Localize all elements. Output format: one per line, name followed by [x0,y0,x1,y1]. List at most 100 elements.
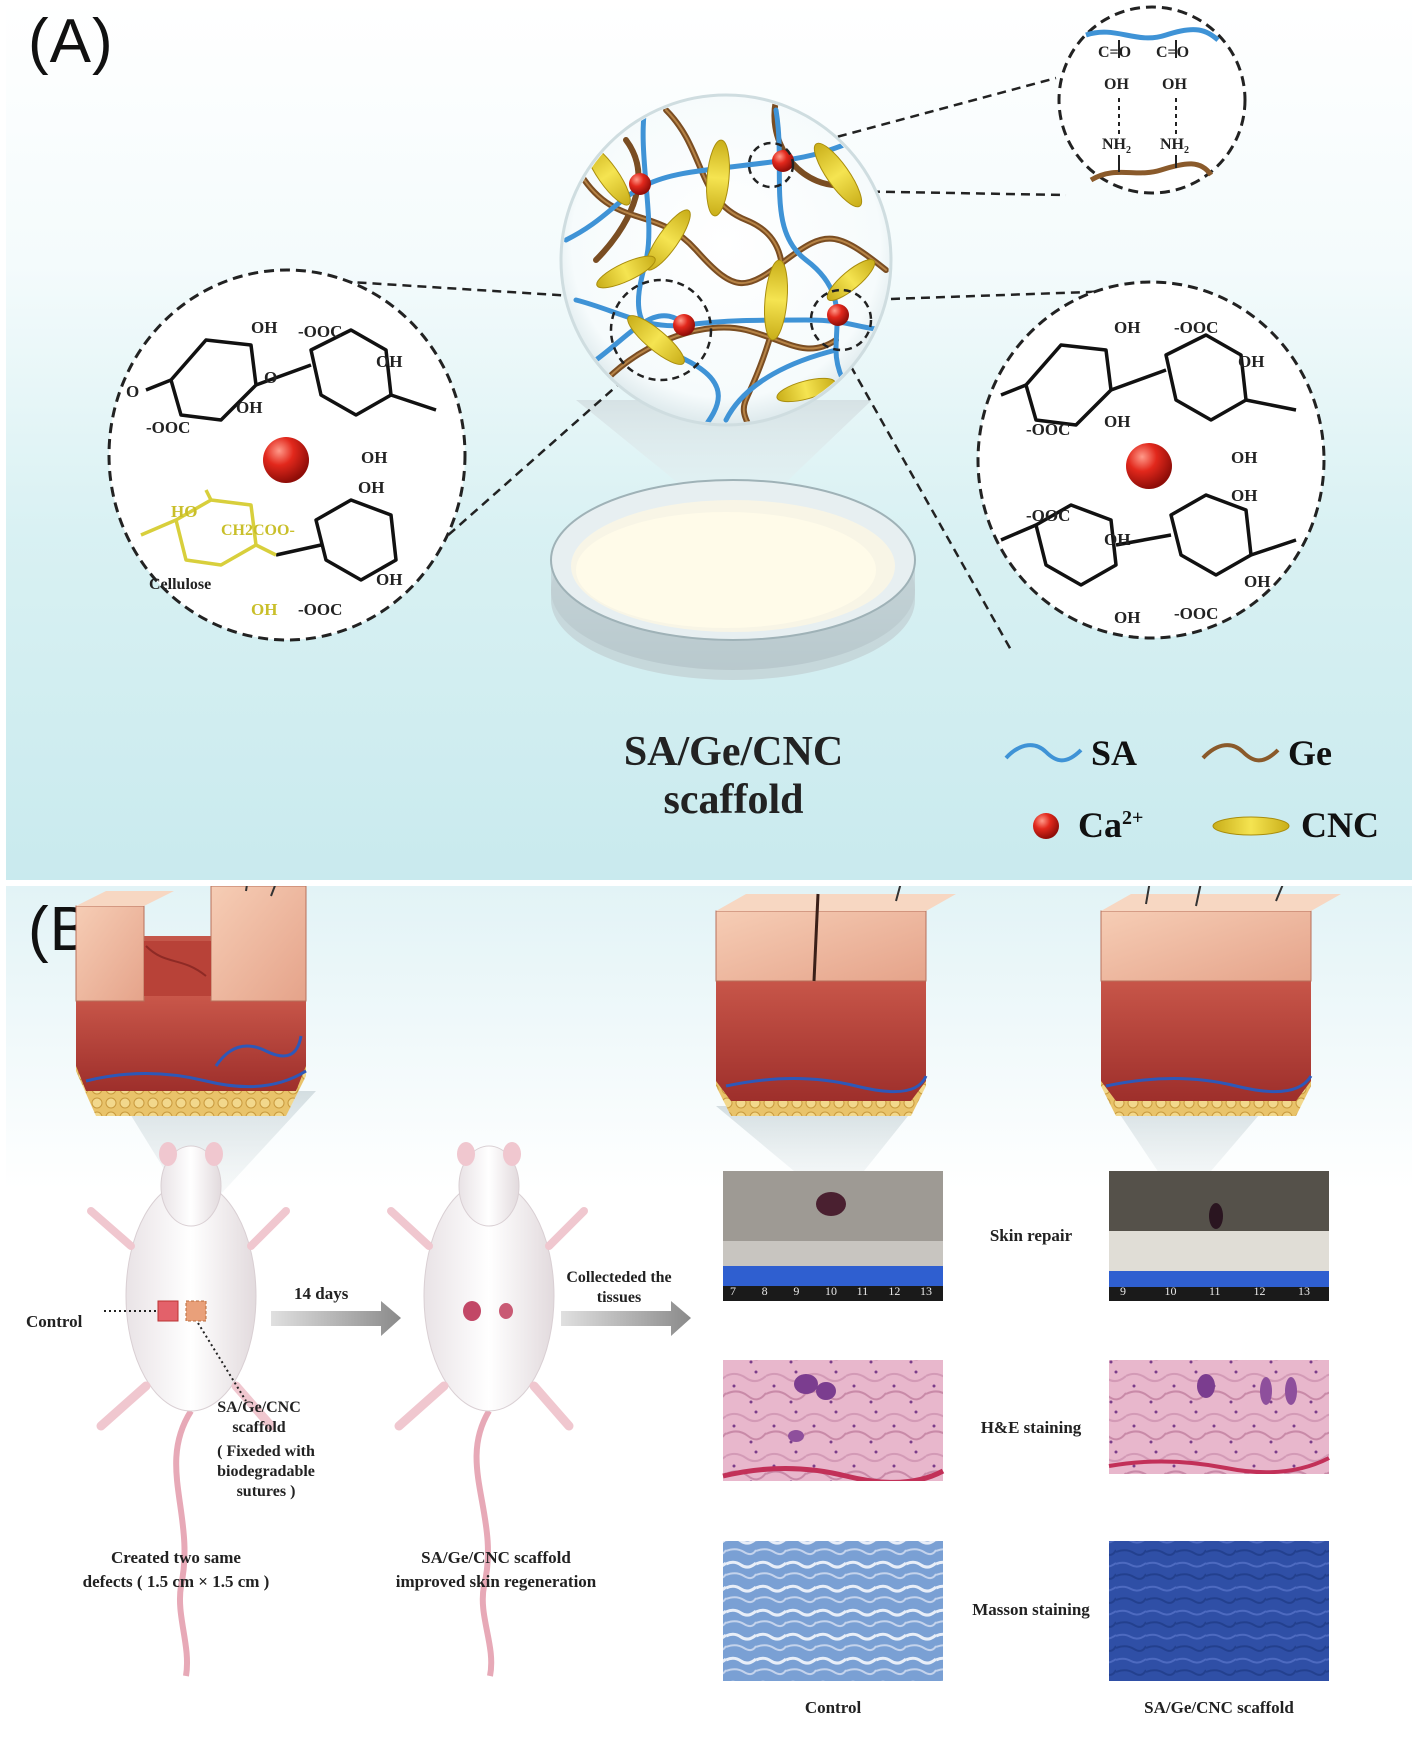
zoom-circle-hbond [1057,5,1247,195]
skin-block-scaffold [1100,886,1341,1116]
cellulose-ring [140,489,277,567]
scaffold-title: SA/Ge/CNC scaffold [623,729,844,823]
mouse-2-wound-control [463,1301,481,1321]
skin-block-wound [75,886,307,1116]
chem-right-oh5: OH [1104,530,1131,549]
panel-a-label: (A) [28,7,114,76]
beam-scaffold [1111,1101,1271,1206]
cnc-rods [585,139,876,403]
chem-top-carbonyl-right: C=O [1156,44,1190,61]
chem-top-oh-right: OH [1162,76,1187,93]
ca-nodes [629,150,849,336]
chem-right-oh8: OH [1114,608,1141,627]
chem-right-oh3: OH [1104,412,1131,431]
masson-scaffold [1109,1541,1329,1681]
panel-a-diagram [107,5,1326,839]
chem-left-oh1: OH [251,318,278,337]
chem-left-coo1: -OOC [298,322,343,341]
improved-caption: SA/Ge/CNC scaffold improved skin regener… [395,1548,597,1591]
row-label-he-staining: H&E staining [980,1418,1082,1437]
chem-right-oh7: OH [1244,572,1271,591]
chem-left-oh7: OH [376,570,403,589]
chem-left-cellulose: Cellulose [149,576,212,593]
chem-left-oh4: OH [361,448,388,467]
legend-sa-mark [1004,743,1083,763]
chem-right-coo2: -OOC [1026,420,1071,439]
mouse-1-control-defect [157,1300,179,1322]
mouse-2 [387,1142,588,1677]
scaffold-label: SA/Ge/CNC scaffold [217,1399,301,1436]
ruler-tick-label: 8 [761,1284,768,1298]
ruler-tick-label: 13 [1298,1284,1310,1298]
mouse-1-scaffold-defect [185,1300,207,1322]
ruler-tick-label: 12 [1253,1284,1266,1298]
chem-left-oh3: OH [236,398,263,417]
legend-ca-label: Ca2+ [1078,805,1144,845]
chem-top-oh-left: OH [1104,76,1129,93]
chem-left-o1: O [126,382,140,401]
he-control [722,1360,945,1498]
arrow-14-days-label: 14 days [294,1284,349,1303]
chem-left-o2: O [264,368,278,387]
chem-right-oh1: OH [1114,318,1141,337]
column-label-control: Control [804,1698,862,1717]
row-label-skin-repair: Skin repair [989,1226,1073,1245]
masson-control [723,1541,943,1681]
chem-right-oh4: OH [1231,448,1258,467]
panel-b-diagram [75,886,1341,1681]
legend-cnc-mark [1212,816,1290,836]
sutures-note: ( Fixeded with biodegradable sutures ) [217,1443,315,1500]
ruler-tick-label: 13 [920,1284,932,1298]
chem-right-oh6: OH [1231,486,1258,505]
ca-ion-left [263,437,309,483]
he-scaffold [1108,1360,1330,1498]
legend-ge-mark [1201,743,1280,763]
ruler-tick-label: 9 [1120,1284,1126,1298]
beam-control [716,1106,916,1206]
row-label-masson-staining: Masson staining [972,1600,1090,1619]
chem-left-ho: HO [171,502,198,521]
mouse-2-wound-scaffold [499,1303,513,1319]
chem-right-coo4: -OOC [1174,604,1219,623]
panel-b: (B) [6,886,1412,1751]
chem-right-coo1: -OOC [1174,318,1219,337]
ruler-tick-label: 11 [856,1284,869,1298]
ruler-tick-label: 10 [825,1284,837,1298]
chem-left-oh6: OH [251,600,278,619]
ruler-tick-label: 10 [1164,1284,1177,1298]
legend-ge-label: Ge [1288,733,1332,773]
chem-left-coo3: -OOC [298,600,343,619]
column-label-scaffold: SA/Ge/CNC scaffold [1144,1698,1294,1717]
collect-caption: Collecteded the tissues [566,1269,672,1306]
chem-right-coo3: -OOC [1026,506,1071,525]
photo-skin-control [723,1171,943,1301]
magnification-beam [576,400,872,530]
chem-left-oh5: OH [358,478,385,497]
legend-marks [1004,743,1290,839]
arrow-14-days [271,1301,401,1336]
zoom-circle-right [976,280,1326,640]
panel-a: (A) [6,0,1412,880]
chem-left-oh2: OH [376,352,403,371]
ruler-tick-label: 9 [793,1284,800,1298]
chem-left-coo2: -OOC [146,418,191,437]
network-circle [559,93,893,427]
chem-top-nh2-left: NH2 [1102,136,1131,157]
chem-top-carbonyl-left: C=O [1098,44,1132,61]
arrow-collect [561,1301,691,1336]
legend-ca-mark [1033,813,1059,839]
legend-sa-label: SA [1091,733,1138,773]
zoom-circle-left [107,268,467,642]
chem-top-nh2-right: NH2 [1160,136,1189,157]
mouse-1 [87,1142,290,1677]
created-defects-caption: Created two same defects ( 1.5 cm × 1.5 … [82,1548,270,1591]
ruler-tick-label: 11 [1209,1284,1221,1298]
chem-right-oh2: OH [1238,352,1265,371]
skin-block-control [715,886,956,1116]
ca-ion-right [1126,443,1172,489]
chem-left-ch2coo: CH2COO- [221,522,295,539]
ruler-tick-label: 7 [730,1284,736,1298]
photo-skin-scaffold [1109,1171,1329,1301]
ruler-tick-label: 12 [888,1284,901,1298]
control-label: Control [26,1312,83,1331]
